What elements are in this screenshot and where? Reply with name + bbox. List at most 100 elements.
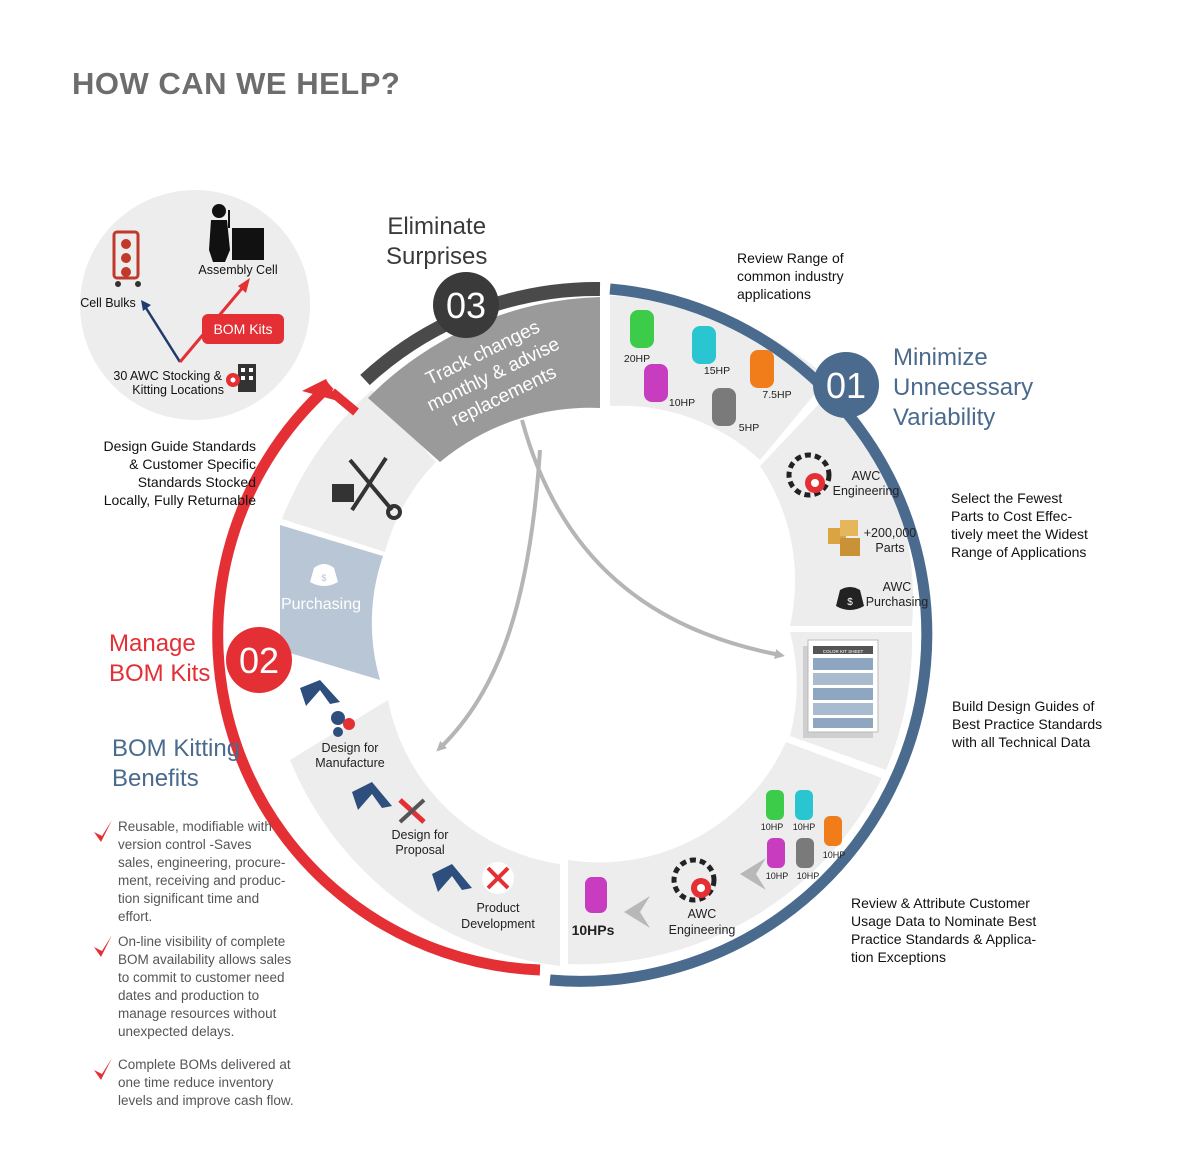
benefit-2-line-2: BOM availability allows sales <box>118 952 292 967</box>
hp10-label-e: 10HP <box>797 871 820 881</box>
callout-select-fewest-line-3: tively meet the Widest <box>951 526 1088 542</box>
panel-design-stages <box>290 700 560 966</box>
cell-bulks-label: Cell Bulks <box>80 296 136 310</box>
benefit-2-line-3: to commit to customer need <box>118 970 285 985</box>
hp10-label-c: 10HP <box>823 850 846 860</box>
ten-hps-label: 10HPs <box>572 922 615 938</box>
step-01-title-line-1: Minimize <box>893 344 988 371</box>
design-proposal-line-1: Design for <box>392 828 449 842</box>
benefit-1-line-6: effort. <box>118 909 153 924</box>
callout-review-range-line-2: common industry <box>737 268 844 284</box>
product-development-line-1: Product <box>476 901 520 915</box>
callout-select-fewest-line-1: Select the Fewest <box>951 490 1063 506</box>
blue-up-arrow <box>144 307 182 363</box>
cart-icon <box>112 230 141 287</box>
guide-doc-title: COLOR KIT SHEET <box>823 649 864 654</box>
design-manufacture-line-1: Design for <box>322 741 379 755</box>
hp-10-label: 10HP <box>669 397 695 409</box>
page-heading: HOW CAN WE HELP? <box>72 66 401 101</box>
benefits-title-line-1: BOM Kitting <box>112 735 241 762</box>
hp10-label-b: 10HP <box>793 822 816 832</box>
callout-build-guides-line-3: with all Technical Data <box>952 734 1091 750</box>
checkmark-icon <box>94 1058 112 1080</box>
design-manufacture-line-2: Manufacture <box>315 756 385 770</box>
callout-standards-line-2: & Customer Specific <box>129 456 256 472</box>
step-01-number: 01 <box>826 365 866 406</box>
hp-20-label: 20HP <box>624 353 650 365</box>
svg-text:$: $ <box>321 573 326 583</box>
callout-standards-line-3: Standards Stocked <box>137 474 256 490</box>
parts-line-1: +200,000 <box>864 526 917 540</box>
step-03-badge <box>433 272 499 338</box>
step-02-title-line-1: Manage <box>109 630 196 657</box>
building-location-icon <box>226 364 256 392</box>
design-guide-document-icon: COLOR KIT SHEET <box>803 639 879 738</box>
flow-arrow-to-manufacture <box>436 449 542 752</box>
bom-kits-badge <box>202 314 284 344</box>
callout-select-fewest-line-2: Parts to Cost Effec- <box>951 508 1073 524</box>
callout-review-range-line-1: Review Range of <box>737 250 844 266</box>
step-03-banner <box>368 297 600 462</box>
panel-hp-range <box>610 296 828 460</box>
step-03-number: 03 <box>446 285 486 326</box>
awc-purchasing-line-1: AWC <box>883 580 912 594</box>
step-02-number: 02 <box>239 640 279 681</box>
step-02-badge <box>226 627 292 693</box>
callout-design-guide-standards: Design Guide Standards & Customer Specif… <box>70 437 256 509</box>
step-01-title-line-3: Variability <box>893 404 996 431</box>
hp-5-label: 5HP <box>739 422 759 434</box>
callout-review-usage-line-3: Practice Standards & Applica- <box>851 931 1037 947</box>
blue-up-arrowhead <box>141 300 151 311</box>
flow-arrow-to-guides <box>520 419 785 659</box>
stocking-label-line-1: 30 AWC Stocking & <box>113 369 222 383</box>
awc-engineering-bottom-line-2: Engineering <box>669 923 736 937</box>
purchasing-label: Purchasing <box>281 596 361 613</box>
step-03-title-line-1: Eliminate <box>387 213 487 240</box>
callout-review-usage: Review & Attribute Customer Usage Data t… <box>851 894 1036 966</box>
gear-icon-bottom <box>671 857 717 903</box>
step-02-title-line-2: BOM Kits <box>109 660 211 687</box>
callout-standards-line-4: Locally, Fully Returnable <box>103 492 256 508</box>
callout-build-guides-line-2: Best Practice Standards <box>952 716 1103 732</box>
step-02-title: Manage BOM Kits <box>109 629 210 689</box>
callout-select-fewest-line-4: Range of Applications <box>951 544 1087 560</box>
red-up-arrowhead <box>238 278 250 293</box>
tools-circle-icon <box>482 862 514 894</box>
assembly-worker-icon <box>209 204 264 262</box>
benefit-3-line-3: levels and improve cash flow. <box>118 1093 294 1108</box>
parts-line-2: Parts <box>875 541 904 555</box>
callout-standards-line-1: Design Guide Standards <box>103 438 256 454</box>
checkmark-icon <box>94 935 112 957</box>
ring-red-arc <box>212 380 541 976</box>
hp10-label-a: 10HP <box>761 822 784 832</box>
callout-review-usage-line-1: Review & Attribute Customer <box>851 895 1030 911</box>
benefits-title: BOM Kitting Benefits <box>112 734 240 794</box>
chevron-left-icon <box>740 858 766 890</box>
callout-build-guides-line-1: Build Design Guides of <box>952 698 1095 714</box>
benefit-3-line-2: one time reduce inventory <box>118 1075 274 1090</box>
checkmark-icon <box>94 820 112 842</box>
awc-engineering-bottom-line-1: AWC <box>688 907 717 921</box>
benefit-3-line-1: Complete BOMs delivered at <box>118 1057 291 1072</box>
step-01-title: Minimize Unnecessary Variability <box>893 343 1033 433</box>
awc-engineering-line-2: Engineering <box>833 484 900 498</box>
ring-blue-arc <box>549 283 933 987</box>
callout-review-range: Review Range of common industry applicat… <box>737 249 844 303</box>
callout-review-usage-line-4: tion Exceptions <box>851 949 946 965</box>
ring-red-notch <box>329 388 359 416</box>
product-development-line-2: Development <box>461 917 535 931</box>
money-bag-icon: $ <box>836 587 864 610</box>
benefit-2-line-4: dates and production to <box>118 988 260 1003</box>
benefit-2-line-6: unexpected delays. <box>118 1024 235 1039</box>
stocking-label-line-2: Kitting Locations <box>132 383 224 397</box>
benefit-1-line-1: Reusable, modifiable with <box>118 819 272 834</box>
pencil-ruler-icon <box>398 798 426 824</box>
benefit-1-line-2: version control -Saves <box>118 837 252 852</box>
ring-red-arrowhead <box>302 379 338 401</box>
coil-icons-top <box>630 310 774 426</box>
svg-text:$: $ <box>847 597 853 608</box>
benefit-2-line-1: On-line visibility of complete <box>118 934 286 949</box>
callout-review-usage-line-2: Usage Data to Nominate Best <box>851 913 1037 929</box>
parts-boxes-icon <box>828 520 860 556</box>
